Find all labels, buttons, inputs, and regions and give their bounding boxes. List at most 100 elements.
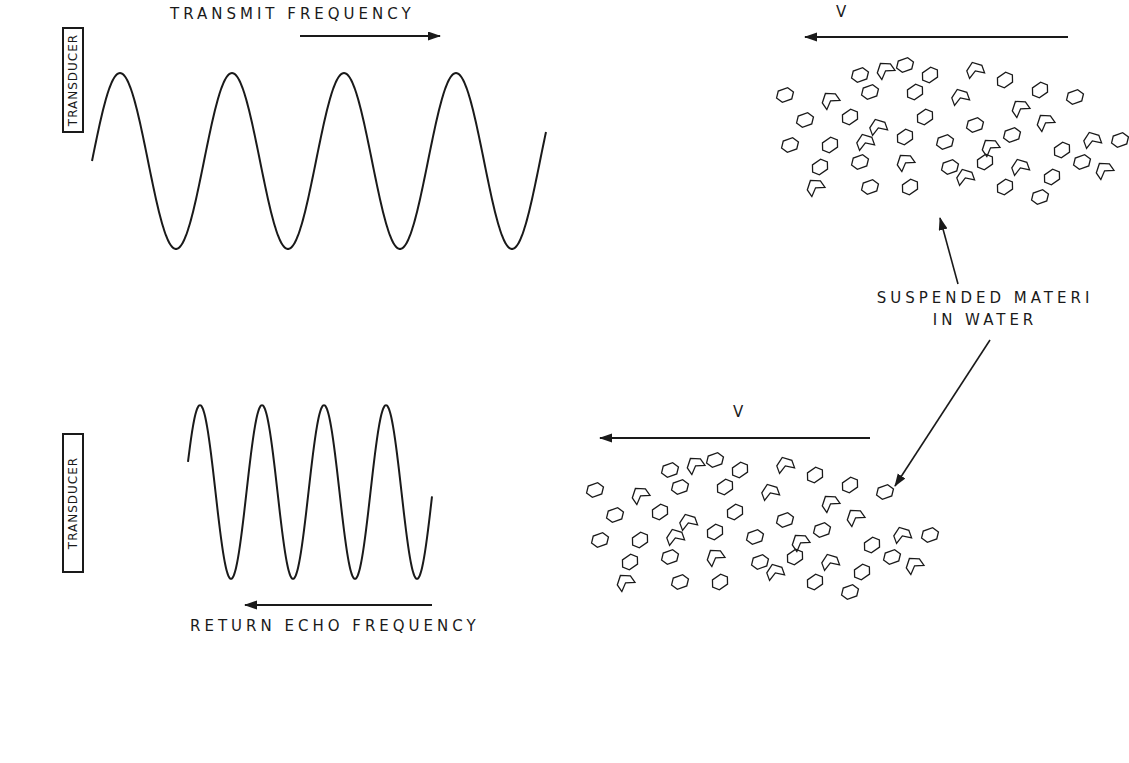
suspended-particle	[775, 455, 795, 474]
suspended-particle	[903, 554, 924, 575]
velocity-label: V	[836, 2, 850, 24]
suspended-particle	[855, 132, 875, 151]
suspended-particle	[859, 83, 880, 100]
leader-line	[895, 340, 990, 486]
suspended-particle	[894, 56, 915, 73]
suspended-particle	[784, 547, 806, 567]
suspended-particle	[844, 506, 865, 527]
suspended-particle	[1093, 159, 1114, 180]
wave-caption: TRANSMIT FREQUENCY	[170, 4, 415, 26]
suspended-particle	[704, 522, 726, 542]
suspended-particle	[684, 454, 705, 475]
suspended-particle	[894, 127, 916, 147]
suspended-particle	[955, 167, 975, 186]
suspended-particle	[709, 572, 731, 592]
suspended-particle	[789, 531, 810, 552]
suspended-particle	[774, 511, 795, 528]
suspended-particle	[934, 133, 955, 150]
suspended-particle	[994, 177, 1016, 197]
suspended-particle	[914, 107, 936, 127]
suspended-particle	[1064, 88, 1085, 105]
suspended-particle	[1001, 126, 1022, 143]
suspended-particle	[744, 528, 765, 545]
suspended-particle	[589, 531, 610, 548]
suspended-particle	[874, 483, 895, 500]
velocity-arrow	[805, 36, 1068, 38]
suspended-particle	[729, 460, 751, 480]
suspended-particle	[881, 548, 902, 565]
suspended-particle	[1010, 157, 1030, 176]
suspended-particle	[894, 151, 915, 172]
suspended-particle	[794, 111, 815, 128]
suspended-particle	[779, 136, 800, 153]
suspended-particle	[979, 136, 1000, 157]
suspended-particle	[659, 461, 680, 478]
suspended-particle	[678, 512, 698, 531]
direction-arrow	[245, 604, 432, 606]
suspended-particle	[904, 82, 926, 102]
suspended-particle	[659, 548, 680, 565]
direction-arrow	[300, 35, 440, 37]
sine-wave	[92, 73, 546, 249]
suspended-particle	[861, 535, 883, 555]
suspended-particle	[1041, 167, 1063, 187]
suspended-particle	[994, 70, 1016, 90]
sine-wave	[188, 405, 432, 579]
velocity-arrow	[600, 437, 870, 439]
suspended-particle	[704, 546, 725, 567]
transducer-label: TRANSDUCER	[67, 457, 79, 549]
suspended-particle	[1009, 97, 1030, 118]
suspended-particle	[804, 176, 825, 197]
suspended-particle	[765, 562, 785, 581]
suspended-particle	[965, 60, 985, 79]
suspended-particle	[619, 552, 641, 572]
suspended-particle	[874, 59, 895, 80]
suspended-particle	[839, 583, 860, 600]
suspended-particle	[584, 481, 605, 498]
suspended-particle	[649, 502, 671, 522]
suspended-particle	[804, 572, 826, 592]
suspended-particle	[614, 571, 635, 592]
suspended-particle	[1029, 188, 1050, 205]
suspended-particle	[804, 465, 826, 485]
suspended-particle	[774, 86, 795, 103]
suspended-particle	[950, 87, 970, 106]
suspended-particle	[839, 107, 861, 127]
suspended-particle	[665, 527, 685, 546]
suspended-particle	[819, 135, 841, 155]
leader-line	[940, 218, 958, 284]
transducer-box: TRANSDUCER	[62, 27, 84, 133]
suspended-particle	[819, 492, 840, 513]
transducer-box: TRANSDUCER	[62, 433, 84, 573]
suspended-particle	[964, 116, 985, 133]
transducer-label: TRANSDUCER	[67, 34, 79, 126]
suspended-particle	[919, 65, 941, 85]
suspended-particle	[851, 562, 873, 582]
suspended-particle	[604, 506, 625, 523]
suspended-particle	[849, 66, 870, 83]
velocity-label: V	[733, 402, 747, 424]
suspended-particle	[1082, 130, 1102, 149]
suspended-particle	[811, 521, 832, 538]
suspended-particle	[629, 530, 651, 550]
suspended-particle	[1109, 131, 1129, 148]
suspended-particle	[819, 89, 840, 110]
suspended-particle	[704, 451, 725, 468]
suspended-particle	[820, 552, 840, 571]
suspended-particle	[849, 153, 870, 170]
suspended-particle	[749, 553, 770, 570]
suspended-particle	[868, 117, 888, 136]
suspended-particle	[1029, 80, 1051, 100]
suspended-particle	[669, 478, 690, 495]
suspended-particle	[669, 573, 690, 590]
suspended-particle	[939, 158, 960, 175]
suspended-particle	[760, 482, 780, 501]
suspended-particle	[629, 484, 650, 505]
suspended-particle	[724, 502, 746, 522]
suspended-particle	[899, 177, 921, 197]
suspended-particle	[859, 178, 880, 195]
suspended-particle	[1034, 111, 1055, 132]
suspended-particle	[974, 152, 996, 172]
suspended-particle	[839, 475, 861, 495]
